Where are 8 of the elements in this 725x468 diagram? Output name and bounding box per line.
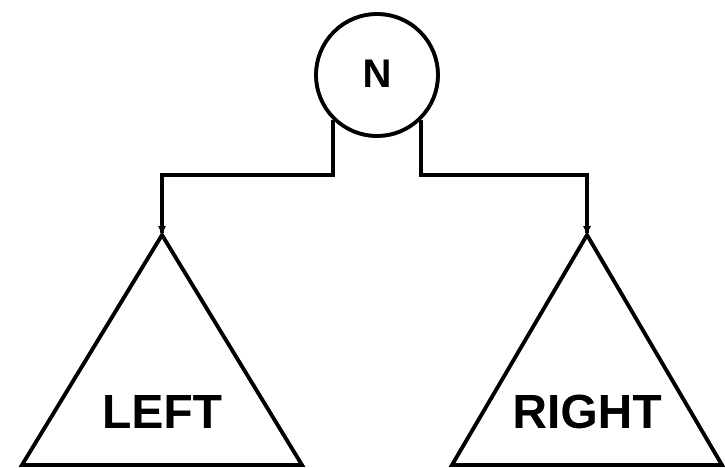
subtree-triangle [450,233,724,467]
node-label: LEFT [101,385,223,440]
subtree-triangle [20,233,304,467]
arrow [419,120,591,234]
node-label: N [362,52,392,97]
circle-node [314,12,440,138]
arrow [158,120,335,234]
node-label: RIGHT [511,385,663,440]
